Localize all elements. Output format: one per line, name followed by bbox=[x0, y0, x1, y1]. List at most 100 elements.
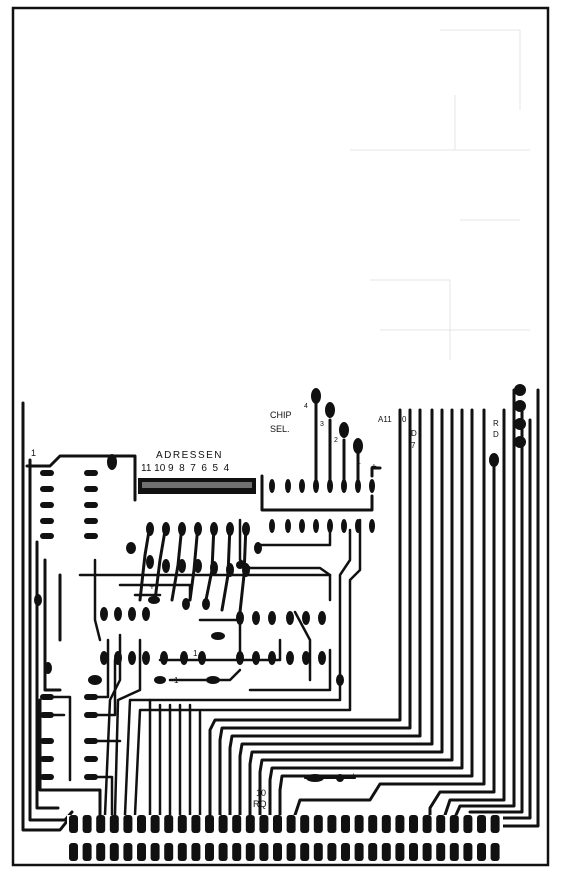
connector-pad bbox=[150, 843, 160, 861]
connector-pad bbox=[177, 843, 187, 861]
connector-pad bbox=[69, 815, 78, 833]
edge-connector-bottom-row bbox=[69, 843, 500, 861]
chip-select-ic bbox=[260, 388, 382, 533]
middle-pads bbox=[100, 542, 344, 782]
data-bus-traces bbox=[208, 388, 540, 828]
connector-pad bbox=[177, 815, 187, 833]
connector-pad bbox=[109, 843, 119, 861]
connector-pad bbox=[354, 815, 364, 833]
connector-pad bbox=[259, 843, 269, 861]
connector-pad bbox=[164, 815, 174, 833]
connector-pad bbox=[164, 843, 174, 861]
connector-pad bbox=[218, 815, 228, 833]
connector-pad bbox=[341, 843, 350, 861]
connector-pad bbox=[341, 815, 350, 833]
connector-pad bbox=[477, 843, 486, 861]
address-ic bbox=[138, 478, 256, 494]
connector-pad bbox=[82, 815, 92, 833]
connector-pad bbox=[245, 815, 255, 833]
lower-left-pad-block bbox=[40, 662, 102, 780]
one-right-label: 1 bbox=[369, 522, 374, 531]
one-low-label: 1 bbox=[174, 676, 179, 685]
connector-pad bbox=[422, 815, 432, 833]
connector-pad bbox=[150, 815, 160, 833]
connector-pad bbox=[137, 843, 146, 861]
connector-pad bbox=[449, 815, 459, 833]
one-mid-label: 1 bbox=[193, 649, 198, 658]
one-left-label: 1 bbox=[31, 448, 36, 458]
connector-pad bbox=[259, 815, 269, 833]
plus-right-label: + bbox=[371, 462, 377, 473]
connector-pad bbox=[436, 815, 446, 833]
connector-pad bbox=[286, 815, 296, 833]
pin1-label: 1 bbox=[357, 459, 361, 466]
a11-label: A11 bbox=[378, 415, 392, 424]
connector-pad bbox=[96, 843, 106, 861]
connector-pad bbox=[477, 815, 486, 833]
connector-pad bbox=[395, 815, 405, 833]
connector-pad bbox=[463, 815, 473, 833]
connector-pad bbox=[300, 843, 310, 861]
connector-pad bbox=[273, 843, 282, 861]
chip-sel-label-line1: CHIP bbox=[270, 410, 292, 420]
rq-label: RQ bbox=[253, 799, 267, 809]
connector-pad bbox=[191, 843, 201, 861]
connector-pad bbox=[109, 815, 119, 833]
connector-pad bbox=[245, 843, 255, 861]
connector-pad bbox=[381, 843, 391, 861]
connector-pad bbox=[490, 843, 500, 861]
d-label: D bbox=[411, 429, 417, 438]
edge-connector bbox=[67, 815, 503, 861]
connector-pad bbox=[327, 815, 337, 833]
pin3-label: 3 bbox=[320, 421, 324, 428]
data-bus-pads bbox=[489, 384, 526, 467]
connector-pad bbox=[123, 843, 133, 861]
connector-pad bbox=[218, 843, 228, 861]
edge-connector-top-row bbox=[69, 815, 500, 833]
connector-pad bbox=[82, 843, 92, 861]
connector-pad bbox=[137, 815, 146, 833]
plus-bottom-label: + bbox=[351, 771, 356, 780]
connector-pad bbox=[191, 815, 201, 833]
board-outline bbox=[11, 6, 550, 867]
pin2-label: 2 bbox=[334, 437, 338, 444]
connector-pad bbox=[232, 815, 242, 833]
connector-pad bbox=[368, 815, 378, 833]
connector-pad bbox=[395, 843, 405, 861]
connector-pad bbox=[300, 815, 310, 833]
connector-pad bbox=[422, 843, 432, 861]
left-pad-block bbox=[34, 454, 136, 606]
connector-pad bbox=[449, 843, 459, 861]
plus-mid-label: + bbox=[149, 582, 155, 593]
connector-pad bbox=[463, 843, 473, 861]
faint-background-lines bbox=[350, 29, 530, 360]
connector-pad bbox=[313, 843, 323, 861]
connector-pad bbox=[286, 843, 296, 861]
address-pads bbox=[146, 522, 250, 577]
pin4-label: 4 bbox=[304, 403, 308, 410]
connector-pad bbox=[381, 815, 391, 833]
adressen-label: ADRESSEN bbox=[156, 450, 223, 461]
connector-pad bbox=[436, 843, 446, 861]
address-numbers-label: 11 10 9 8 7 6 5 4 bbox=[141, 463, 230, 474]
connector-pad bbox=[69, 843, 78, 861]
chip-sel-label-line2: SEL. bbox=[270, 424, 290, 434]
connector-pad bbox=[96, 815, 106, 833]
connector-pad bbox=[368, 843, 378, 861]
ten-label: 10 bbox=[256, 788, 266, 798]
connector-pad bbox=[205, 843, 214, 861]
connector-pad bbox=[409, 815, 418, 833]
d0-label: 0 bbox=[402, 415, 407, 424]
connector-pad bbox=[313, 815, 323, 833]
lower-left-traces bbox=[52, 638, 122, 817]
connector-pad bbox=[123, 815, 133, 833]
connector-pad bbox=[409, 843, 418, 861]
d7-label: 7 bbox=[411, 441, 416, 450]
connector-pad bbox=[273, 815, 282, 833]
connector-pad bbox=[232, 843, 242, 861]
rd-r-label: R bbox=[493, 419, 499, 428]
connector-pad bbox=[354, 843, 364, 861]
connector-pad bbox=[327, 843, 337, 861]
rd-d-label: D bbox=[493, 430, 499, 439]
